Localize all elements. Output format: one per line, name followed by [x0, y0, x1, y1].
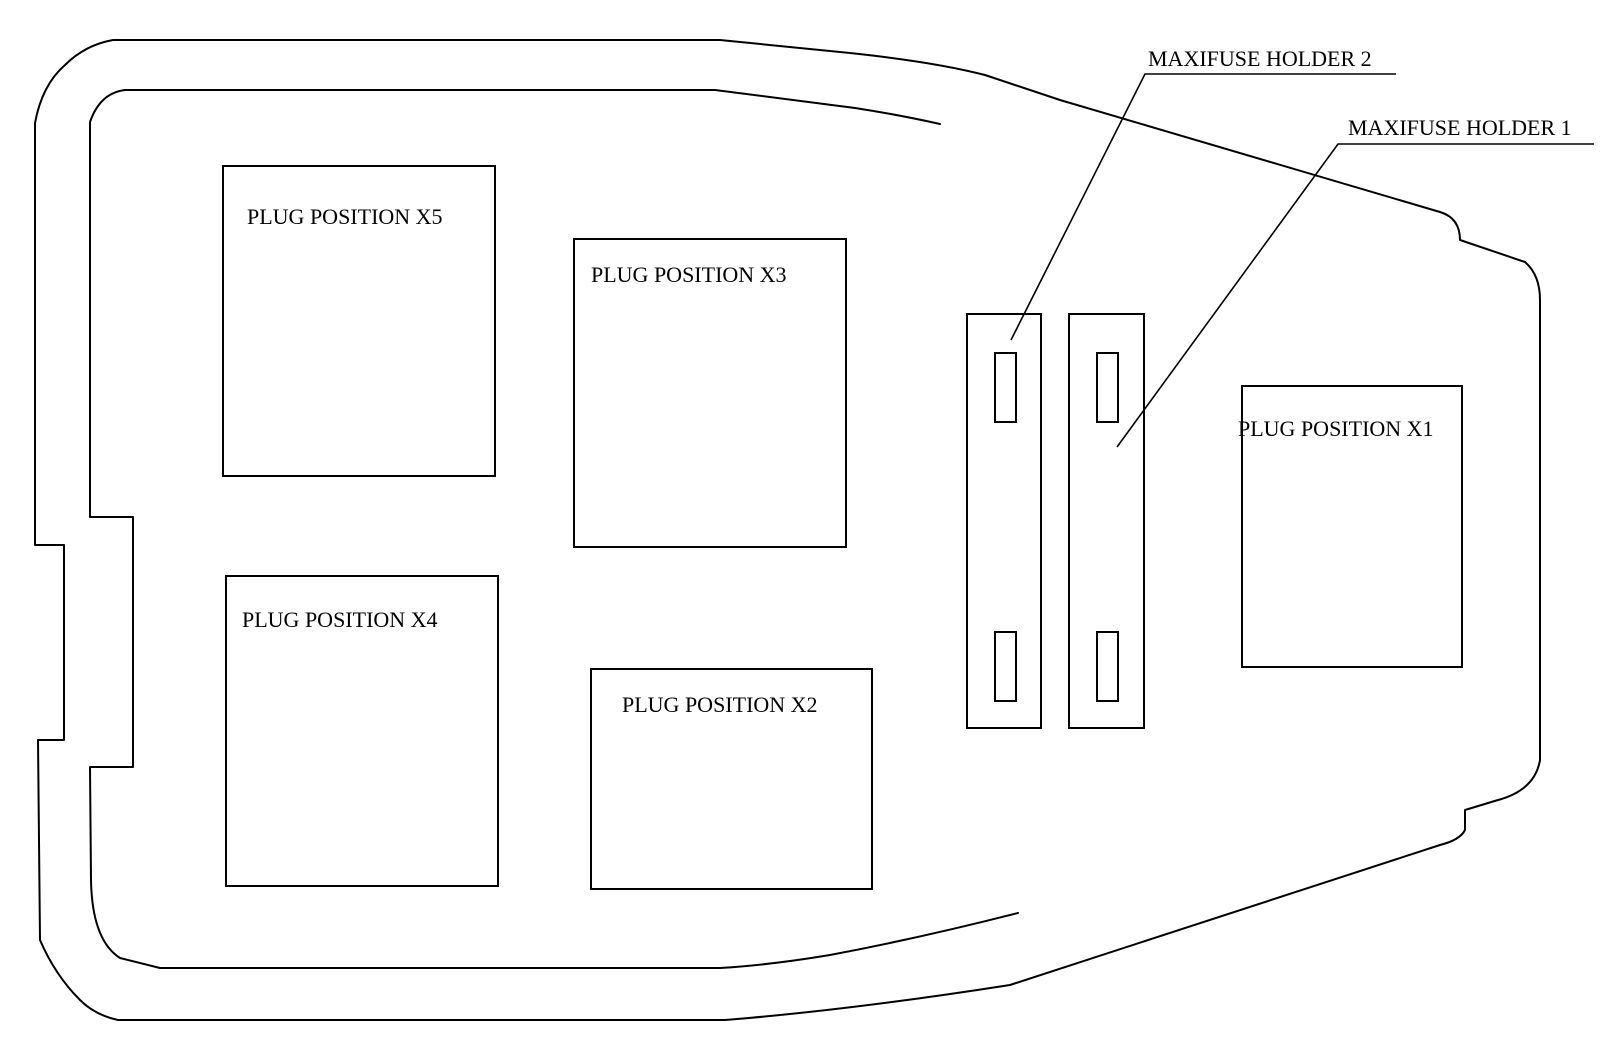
plug-position-x2-box: [590, 668, 873, 890]
plug-position-x5-box: [222, 165, 496, 477]
plug-position-x1-label: PLUG POSITION X1: [1238, 416, 1434, 441]
maxifuse-holder-2-slot-top: [994, 352, 1017, 423]
plug-position-x4-box: [225, 575, 499, 887]
maxifuse-holder-2-slot-bottom: [994, 631, 1017, 702]
maxifuse-holder-1-slot-bottom: [1096, 631, 1119, 702]
plug-position-x4-label: PLUG POSITION X4: [242, 607, 438, 632]
plug-position-x3-label: PLUG POSITION X3: [591, 262, 787, 287]
plug-position-x2-label: PLUG POSITION X2: [622, 692, 818, 717]
maxifuse-holder-2-label: MAXIFUSE HOLDER 2: [1148, 46, 1372, 71]
maxifuse-holder-1-slot-top: [1096, 352, 1119, 423]
plug-position-x5-label: PLUG POSITION X5: [247, 204, 443, 229]
housing-inner-outline: [89, 89, 1019, 969]
maxifuse-holder-1-leader-line: [1116, 143, 1594, 448]
maxifuse-holder-2-leader-line: [1010, 73, 1396, 341]
housing-outer-outline: [34, 39, 1541, 1021]
plug-position-x1-box: [1241, 385, 1463, 668]
plug-position-x3-box: [573, 238, 847, 548]
maxifuse-holder-1-label: MAXIFUSE HOLDER 1: [1348, 115, 1572, 140]
